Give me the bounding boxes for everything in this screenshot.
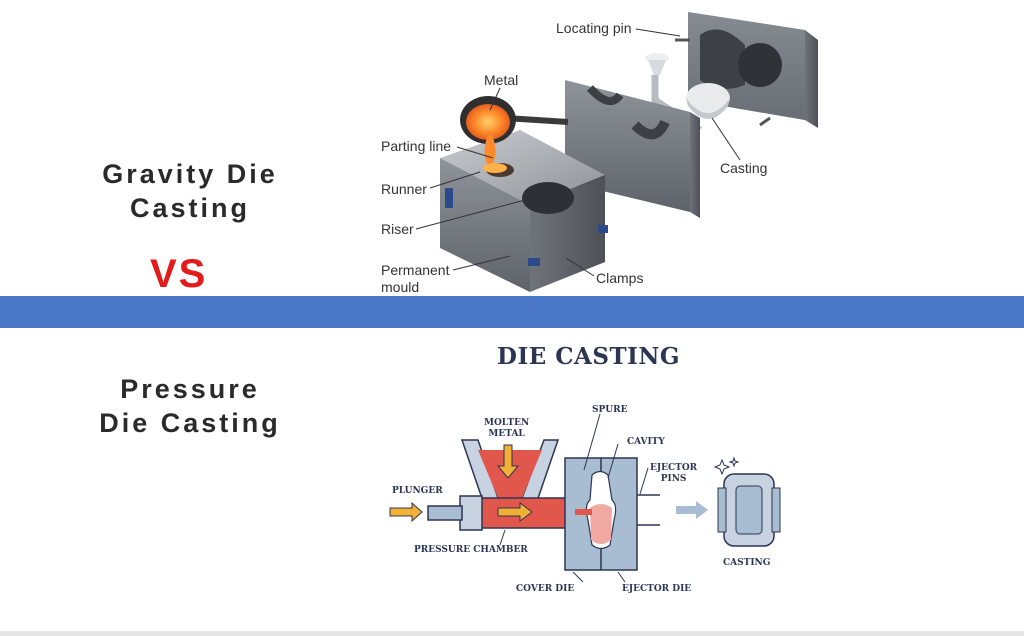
gravity-die-casting-title: Gravity Die Casting (90, 157, 290, 225)
label-ejector-pins-line1: EJECTOR (650, 463, 698, 473)
middle-mould-half (565, 80, 700, 218)
label-metal: Metal (484, 72, 519, 88)
casting-part (645, 53, 730, 133)
label-permanent-mould-line2: mould (381, 279, 420, 295)
gravity-title-line2: Casting (129, 193, 250, 223)
pressure-chamber (427, 495, 576, 531)
front-mould-block (440, 130, 608, 292)
label-cover-die: COVER DIE (516, 584, 575, 594)
pressure-title-line2: Die Casting (99, 408, 281, 438)
die-casting-title: DIE CASTING (497, 343, 681, 370)
label-molten-metal-line2: METAL (488, 429, 525, 439)
label-permanent-mould-line1: Permanent (381, 262, 450, 278)
label-plunger: PLUNGER (392, 486, 443, 496)
pressure-die-casting-title: Pressure Die Casting (80, 372, 300, 440)
molten-flow-arrow-icon (496, 444, 520, 479)
divider-band (0, 296, 1024, 328)
gravity-leader-lines (415, 28, 741, 277)
label-molten-metal-line1: MOLTEN (484, 418, 530, 428)
output-arrow-icon (676, 501, 708, 519)
label-casting: Casting (720, 160, 768, 176)
plunger-arrow-icon (389, 501, 423, 523)
label-casting-output: CASTING (723, 558, 771, 568)
label-cavity: CAVITY (627, 437, 665, 447)
back-mould-half (675, 12, 818, 128)
label-runner: Runner (381, 181, 427, 197)
die-block (564, 457, 660, 571)
label-riser: Riser (381, 221, 414, 237)
label-ejector-pins: EJECTOR PINS (650, 463, 697, 485)
pressure-arrow-icon (497, 502, 533, 522)
label-parting-line: Parting line (381, 138, 452, 154)
finished-casting-icon (713, 456, 781, 547)
label-locating-pin: Locating pin (556, 20, 632, 36)
label-ejector-pins-line2: PINS (660, 474, 687, 484)
gravity-title-line1: Gravity Die (102, 159, 278, 189)
pressure-title-line1: Pressure (120, 374, 260, 404)
label-spure: SPURE (592, 405, 628, 415)
label-pressure-chamber: PRESSURE CHAMBER (414, 545, 528, 555)
bottom-rule (0, 631, 1024, 636)
ladle-with-metal (460, 96, 516, 173)
label-clamps: Clamps (596, 270, 644, 286)
hopper (460, 439, 560, 511)
label-permanent-mould: Permanent mould (381, 262, 449, 296)
vs-label: VS (150, 252, 208, 296)
label-molten-metal: MOLTEN METAL (484, 418, 529, 440)
label-ejector-die: EJECTOR DIE (622, 584, 692, 594)
